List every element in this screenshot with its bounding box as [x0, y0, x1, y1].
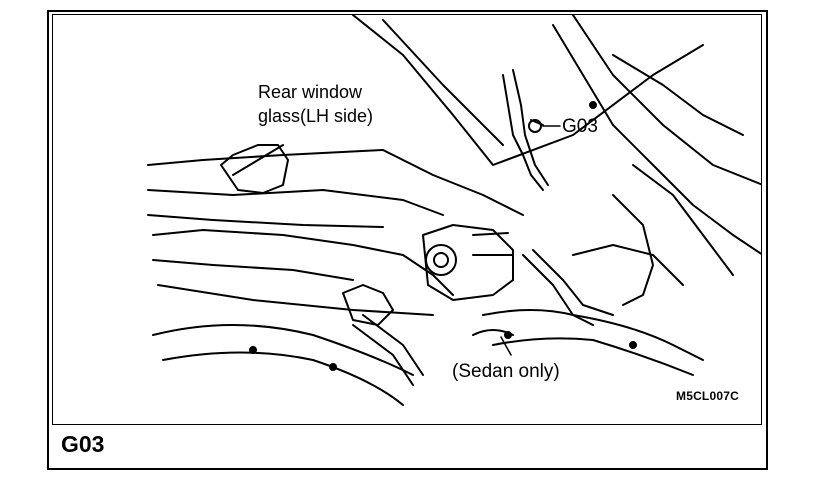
ground-point-label: G03: [562, 116, 598, 137]
rear-window-glass-label: Rear window glass(LH side): [258, 80, 373, 128]
rear-window-label-line2: glass(LH side): [258, 106, 374, 126]
illustration-panel: [52, 14, 762, 425]
component-id-title: G03: [61, 431, 105, 457]
sedan-only-note: (Sedan only): [452, 361, 560, 382]
vehicle-interior-line-drawing: [147, 15, 761, 406]
rear-window-label-line1: Rear window: [258, 82, 363, 102]
figure-code: M5CL007C: [676, 389, 739, 403]
